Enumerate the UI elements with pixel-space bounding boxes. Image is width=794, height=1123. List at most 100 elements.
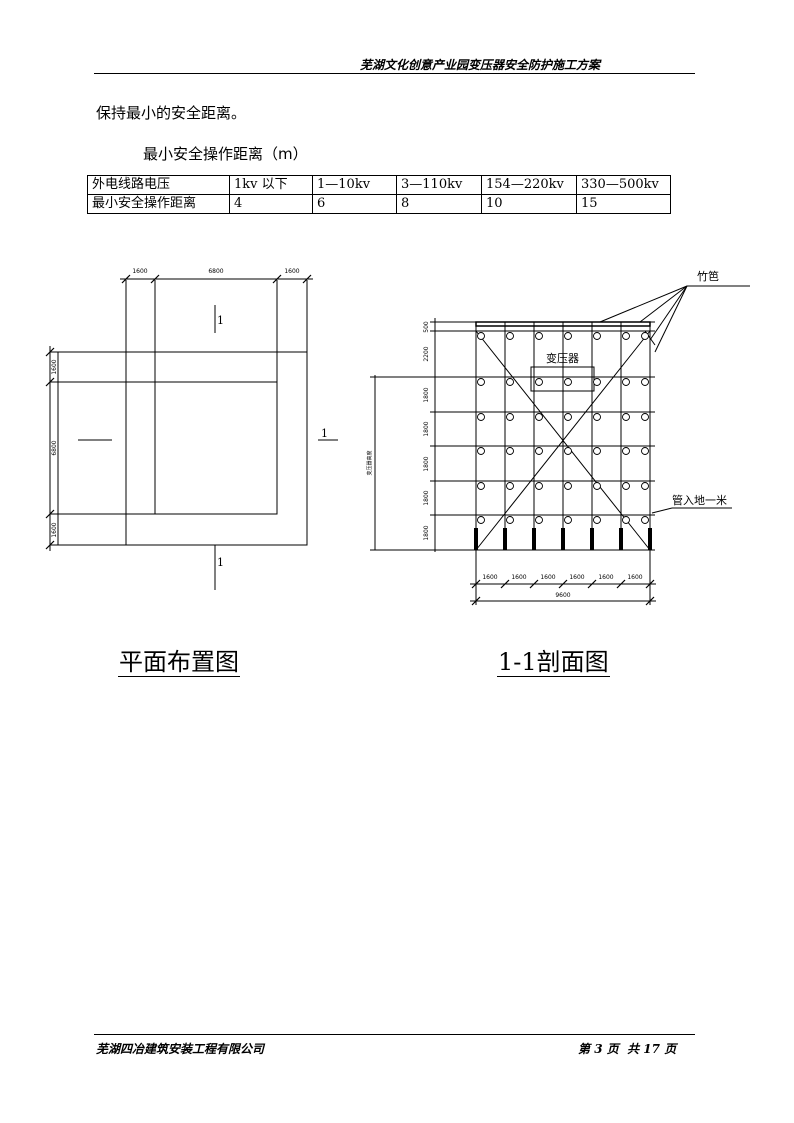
page-prefix: 第 <box>578 1042 591 1056</box>
coupler-circle <box>641 332 649 340</box>
coupler-circle <box>622 413 630 421</box>
section-dim-label: 1600 <box>569 574 584 581</box>
section-total-dim-label: 9600 <box>555 592 570 599</box>
coupler-circle <box>535 447 543 455</box>
page-total: 17 <box>643 1042 660 1056</box>
section-bamboo-panel <box>475 321 651 327</box>
leader-line <box>599 285 688 323</box>
coupler-circle <box>622 447 630 455</box>
coupler-circle <box>535 378 543 386</box>
section-height-label: 变压器高度 <box>366 450 373 475</box>
table-cell: 最小安全操作距离 <box>87 194 230 214</box>
page-suffix: 页 <box>664 1042 677 1056</box>
coupler-circle <box>641 516 649 524</box>
table-title: 最小安全操作距离（m） <box>143 145 308 163</box>
coupler-circle <box>593 332 601 340</box>
coupler-circle <box>593 413 601 421</box>
coupler-circle <box>506 378 514 386</box>
section-dim-label: 1600 <box>540 574 555 581</box>
section-dim-label: 1600 <box>511 574 526 581</box>
coupler-circle <box>593 516 601 524</box>
coupler-circle <box>564 413 572 421</box>
section-brace <box>475 330 651 551</box>
section-dim-label: 1800 <box>423 456 430 471</box>
coupler-circle <box>641 413 649 421</box>
plan-section-mark: 1 <box>321 427 328 440</box>
coupler-circle <box>506 482 514 490</box>
section-dim-label: 1800 <box>423 421 430 436</box>
coupler-circle <box>564 447 572 455</box>
section-dim-label: 1600 <box>482 574 497 581</box>
table-cell: 4 <box>229 194 313 214</box>
page-current: 3 <box>594 1042 603 1056</box>
section-dim-label: 1600 <box>598 574 613 581</box>
plan-section-mark: 1 <box>217 556 224 569</box>
table-cell: 15 <box>576 194 671 214</box>
coupler-circle <box>641 482 649 490</box>
section-caption: 1-1剖面图 <box>497 648 610 677</box>
coupler-circle <box>477 482 485 490</box>
section-pipe-feet <box>474 528 652 550</box>
coupler-circle <box>477 516 485 524</box>
dim-ticks <box>45 347 55 550</box>
coupler-circle <box>506 332 514 340</box>
section-dim-label: 500 <box>423 321 430 333</box>
footer-rule <box>94 1034 695 1035</box>
table-cell: 10 <box>481 194 577 214</box>
leader-line <box>651 507 673 514</box>
plan-caption: 平面布置图 <box>118 648 240 677</box>
coupler-circle <box>622 482 630 490</box>
plan-dim-label: 6800 <box>208 268 223 275</box>
table-row: 最小安全操作距离 4 6 8 10 15 <box>87 194 671 214</box>
coupler-circle <box>622 378 630 386</box>
plan-dim-label: 1600 <box>51 522 58 537</box>
dim-ticks <box>471 579 655 606</box>
leader-line <box>639 285 688 323</box>
section-verticals <box>475 322 651 550</box>
coupler-circle <box>477 447 485 455</box>
footer-company: 芜湖四冶建筑安装工程有限公司 <box>96 1042 265 1056</box>
coupler-circle <box>477 378 485 386</box>
bamboo-label: 竹笆 <box>697 269 719 283</box>
section-transformer-box <box>530 366 595 392</box>
coupler-circle <box>535 482 543 490</box>
plan-dim-label: 1600 <box>284 268 299 275</box>
header-rule <box>94 73 695 74</box>
coupler-circle <box>477 332 485 340</box>
table-row: 外电线路电压 1kv 以下 1—10kv 3—110kv 154—220kv 3… <box>87 175 671 195</box>
body-paragraph: 保持最小的安全距离。 <box>96 104 247 122</box>
coupler-circle <box>641 447 649 455</box>
coupler-circle <box>622 332 630 340</box>
dim-ticks <box>121 274 312 284</box>
coupler-circle <box>564 516 572 524</box>
coupler-circle <box>506 516 514 524</box>
coupler-circle <box>641 378 649 386</box>
coupler-circle <box>593 482 601 490</box>
plan-section-mark: 1 <box>217 314 224 327</box>
plan-outer-boundary <box>57 351 308 546</box>
coupler-circle <box>593 378 601 386</box>
header-title: 芜湖文化创意产业园变压器安全防护施工方案 <box>360 58 601 72</box>
coupler-circle <box>564 332 572 340</box>
section-dim-label: 2200 <box>423 346 430 361</box>
coupler-circle <box>535 332 543 340</box>
coupler-circle <box>535 413 543 421</box>
coupler-circle <box>622 516 630 524</box>
section-dim-label: 1800 <box>423 387 430 402</box>
leader-line <box>654 285 688 353</box>
leader-line <box>649 285 688 341</box>
coupler-circle <box>506 413 514 421</box>
table-cell: 1kv 以下 <box>229 175 313 195</box>
plan-dim-label: 1600 <box>132 268 147 275</box>
coupler-circle <box>593 447 601 455</box>
coupler-circle <box>564 378 572 386</box>
pipe-label: 管入地一米 <box>672 493 727 507</box>
coupler-circle <box>477 413 485 421</box>
table-cell: 8 <box>396 194 482 214</box>
plan-transformer-zone <box>154 381 278 515</box>
coupler-circle <box>506 447 514 455</box>
footer-page-number: 第 3 页 共 17 页 <box>578 1040 676 1057</box>
section-dim-label: 1800 <box>423 525 430 540</box>
page-mid: 页 共 <box>606 1042 640 1056</box>
